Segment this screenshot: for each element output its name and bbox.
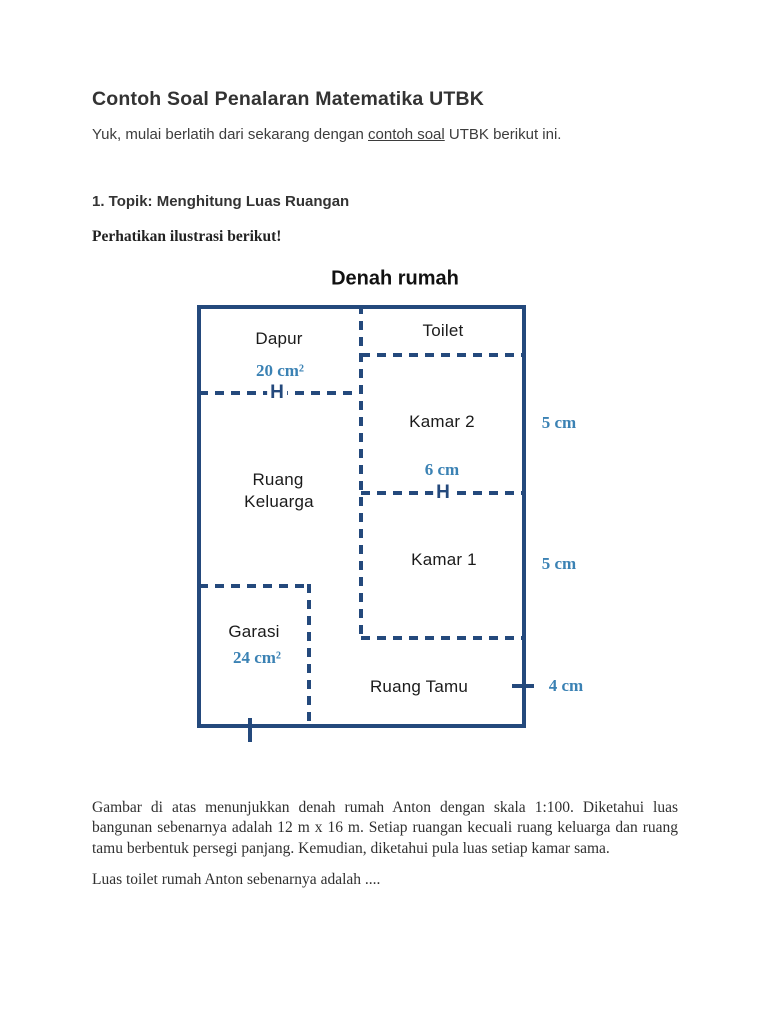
question-paragraph: Luas toilet rumah Anton sebenarnya adala…	[92, 871, 381, 888]
wall-center-vertical-dashed	[359, 305, 363, 639]
wall-toilet-bottom-dashed	[361, 353, 524, 357]
contoh-soal-link[interactable]: contoh soal	[368, 126, 445, 143]
page-title: Contoh Soal Penalaran Matematika UTBK	[92, 88, 485, 110]
room-label-ruang-keluarga-line1: Ruang	[252, 470, 304, 489]
wall-garasi-right-dashed	[307, 584, 311, 726]
intro-paragraph: Yuk, mulai berlatih dari sekarang dengan…	[92, 126, 561, 143]
room-label-toilet: Toilet	[422, 321, 464, 340]
instruction-text: Perhatikan ilustrasi berikut!	[92, 228, 282, 245]
right-tick-mark	[512, 684, 534, 688]
floor-plan-title: Denah rumah	[331, 267, 459, 290]
problem-paragraph: Gambar di atas menunjukkan denah rumah A…	[92, 799, 678, 857]
dapur-width-marker: H	[267, 383, 287, 403]
dimension-kamar1-height: 5 cm	[541, 554, 577, 573]
wall-kamar1-bottom-dashed	[361, 636, 524, 640]
bottom-tick-mark	[248, 718, 252, 742]
intro-text-before: Yuk, mulai berlatih dari sekarang dengan	[92, 126, 369, 143]
room-label-ruang-tamu: Ruang Tamu	[369, 677, 469, 696]
area-label-dapur: 20 cm²	[255, 361, 305, 380]
dimension-kamar2-height: 5 cm	[541, 413, 577, 432]
topic-heading: 1. Topik: Menghitung Luas Ruangan	[92, 193, 350, 210]
room-label-ruang-keluarga-line2: Keluarga	[244, 492, 314, 511]
room-label-kamar2: Kamar 2	[409, 412, 475, 431]
room-label-dapur: Dapur	[255, 329, 303, 348]
intro-text-after: UTBK berikut ini.	[444, 126, 562, 143]
dimension-ruang-tamu-height: 4 cm	[548, 676, 584, 695]
wall-garasi-top-dashed	[199, 584, 309, 588]
area-label-garasi: 24 cm²	[232, 648, 282, 667]
room-label-kamar1: Kamar 1	[411, 550, 477, 569]
kamar-width-marker: H	[433, 483, 453, 503]
room-label-garasi: Garasi	[228, 622, 280, 641]
dimension-kamar2-width: 6 cm	[424, 460, 460, 479]
